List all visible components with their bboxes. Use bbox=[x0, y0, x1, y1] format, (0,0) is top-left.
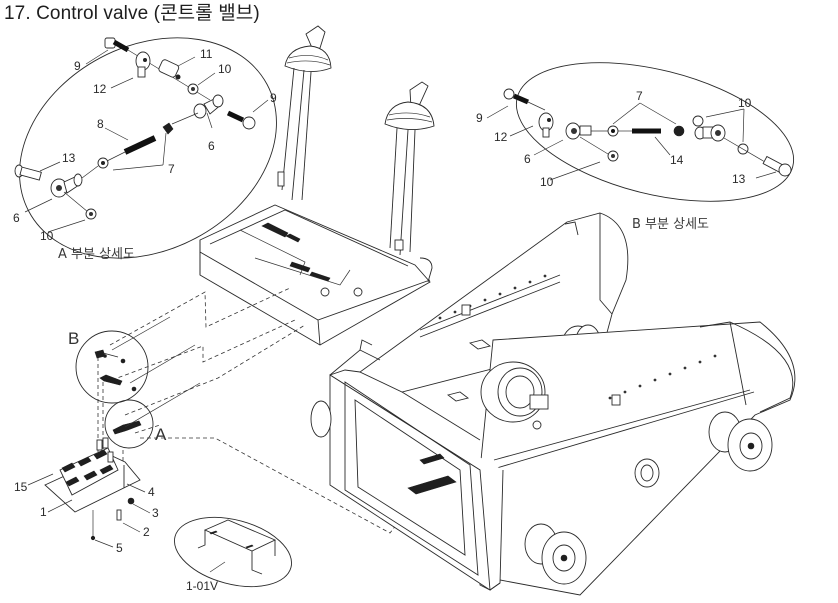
callout-label: 9 bbox=[476, 111, 483, 125]
callout-label: 9 bbox=[270, 91, 277, 105]
callout-a-letter: A bbox=[155, 425, 167, 444]
callout-label: 4 bbox=[148, 485, 155, 499]
detail-a-caption: A 부분 상세도 bbox=[58, 247, 135, 262]
callout-label: 1 bbox=[40, 505, 47, 519]
detail-b-group: 9 7 10 12 6 14 10 13 B 부분 상세도 bbox=[476, 62, 795, 232]
port-icon bbox=[634, 458, 660, 488]
motor-icon bbox=[480, 361, 549, 430]
bracket-ellipse bbox=[174, 516, 292, 588]
callout-label: 10 bbox=[540, 175, 554, 189]
callout-a-circle bbox=[104, 399, 154, 449]
flange-icon bbox=[708, 411, 773, 472]
callout-label: 6 bbox=[13, 211, 20, 225]
callout-label: 9 bbox=[74, 59, 81, 73]
rod-end-icon bbox=[565, 122, 592, 140]
callout-b-circle bbox=[75, 330, 149, 404]
bolt-icon bbox=[104, 37, 130, 53]
joystick-icon bbox=[384, 81, 435, 256]
callout-label: 12 bbox=[494, 130, 508, 144]
callout-label: 6 bbox=[524, 152, 531, 166]
callout-a-group: A bbox=[104, 382, 201, 449]
bracket-detail: 1-01V bbox=[174, 516, 292, 593]
callout-label: 10 bbox=[218, 62, 232, 76]
clevis-icon bbox=[135, 51, 151, 78]
callout-b-group: B bbox=[68, 316, 196, 404]
diagram-title: 17. Control valve (콘트롤 밸브) bbox=[4, 3, 260, 24]
callout-label: 8 bbox=[97, 117, 104, 131]
joystick-console bbox=[199, 25, 435, 346]
joystick-icon bbox=[277, 25, 332, 201]
callout-label: 11 bbox=[200, 47, 213, 61]
pin-icon bbox=[14, 164, 42, 181]
pin-icon bbox=[762, 155, 792, 177]
callout-label: 2 bbox=[143, 525, 150, 539]
rod-end-icon bbox=[694, 124, 726, 142]
callout-b-letter: B bbox=[68, 329, 79, 348]
control-valve-assembly: 15 4 1 3 2 5 bbox=[14, 437, 159, 555]
callout-label: 13 bbox=[732, 172, 746, 186]
callout-label: 10 bbox=[40, 229, 54, 243]
rod-end-icon bbox=[50, 173, 83, 198]
nut-icon bbox=[692, 115, 704, 127]
rod-end-icon bbox=[193, 94, 224, 119]
sleeve-icon bbox=[158, 59, 181, 80]
detail-b-caption: B 부분 상세도 bbox=[632, 217, 709, 232]
bracket-label: 1-01V bbox=[186, 579, 218, 593]
detail-a-group: 9 11 12 10 9 8 6 7 13 6 10 A 부분 상세도 bbox=[13, 37, 277, 262]
callout-label: 6 bbox=[208, 139, 215, 153]
callout-label: 13 bbox=[62, 151, 76, 165]
callout-label: 7 bbox=[636, 89, 643, 103]
flange-icon bbox=[524, 523, 587, 585]
callout-label: 12 bbox=[93, 82, 107, 96]
callout-label: 15 bbox=[14, 480, 28, 494]
callout-label: 3 bbox=[152, 506, 159, 520]
clevis-icon bbox=[538, 112, 554, 138]
bolt-icon bbox=[503, 88, 529, 105]
spacer-icon bbox=[673, 125, 685, 137]
callout-label: 5 bbox=[116, 541, 123, 555]
callout-label: 7 bbox=[168, 162, 175, 176]
flange-icon bbox=[310, 400, 332, 438]
callout-label: 10 bbox=[738, 96, 752, 110]
threaded-rod-icon bbox=[123, 135, 157, 155]
spacer-icon bbox=[162, 122, 174, 135]
bolt-icon bbox=[226, 110, 256, 130]
callout-label: 14 bbox=[670, 153, 684, 167]
chassis-frame bbox=[310, 212, 796, 596]
rivet-dots bbox=[438, 274, 717, 400]
detail-a-ellipse bbox=[19, 37, 277, 259]
